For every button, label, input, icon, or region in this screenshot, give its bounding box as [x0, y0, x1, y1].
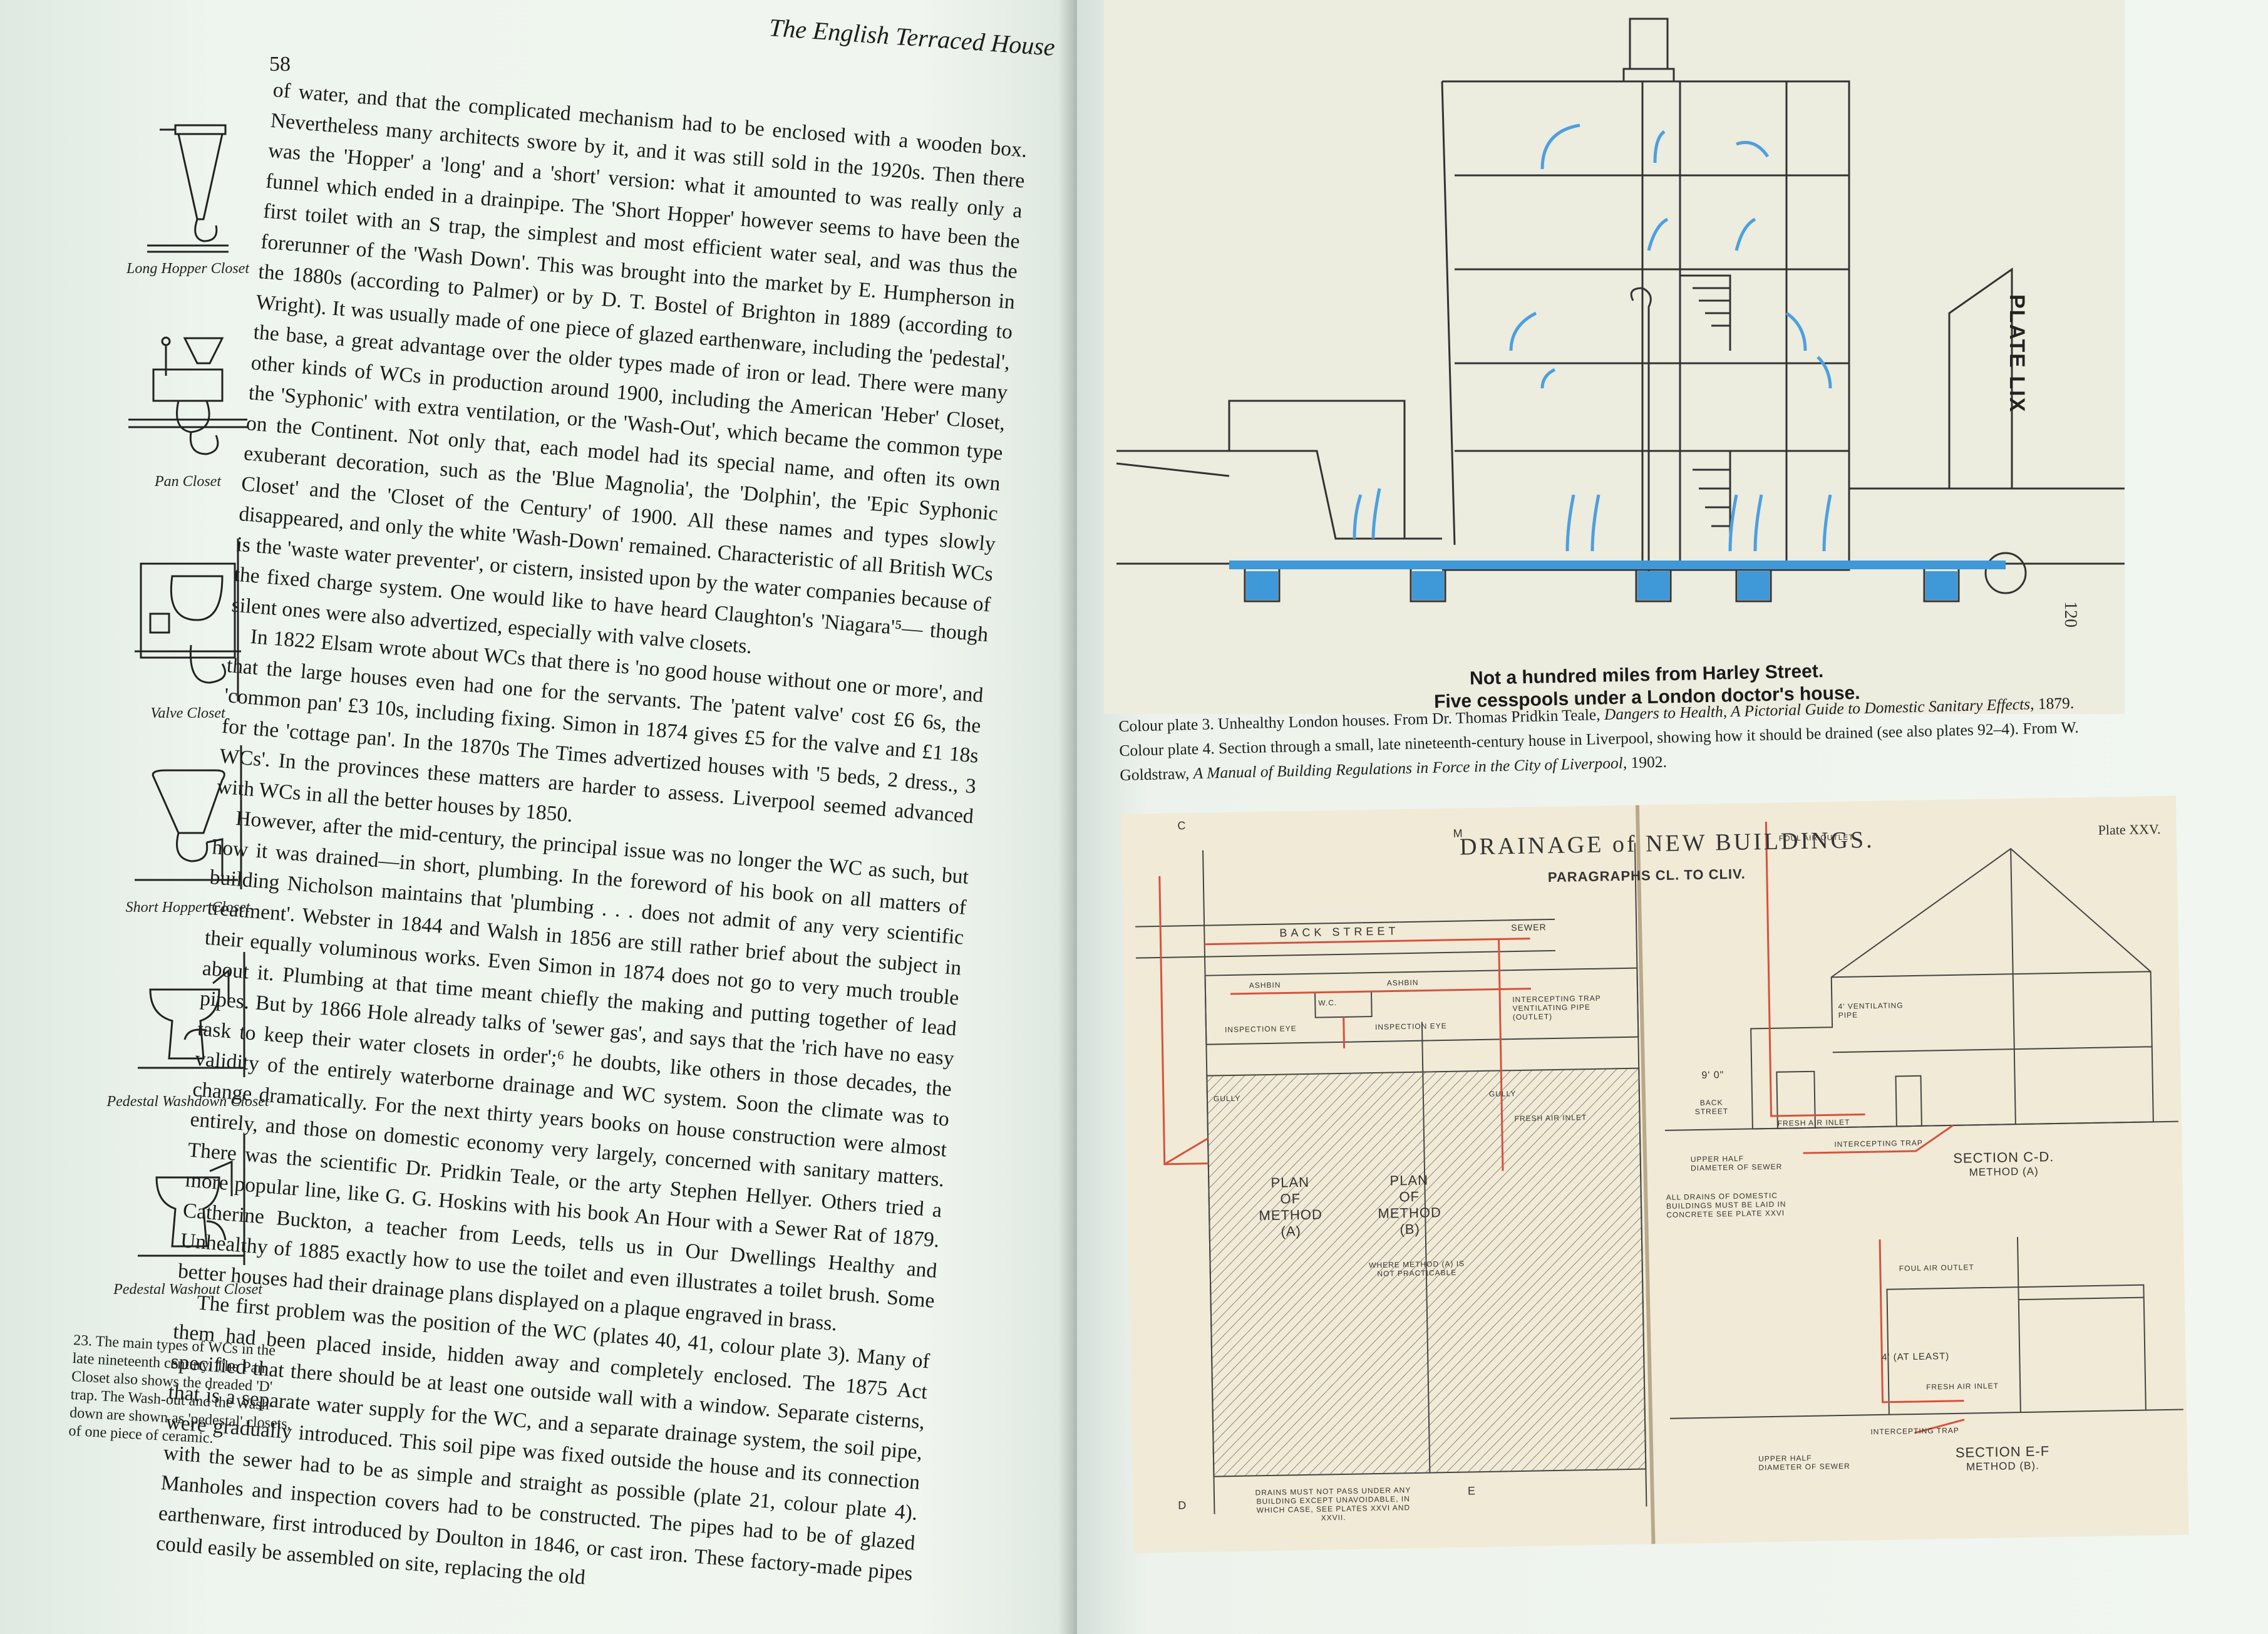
ashbin-label: ASHBIN: [1386, 978, 1419, 988]
wc-figure: Pan Closet: [88, 326, 288, 490]
plan-b-label: PLAN OF METHOD (B): [1378, 1172, 1442, 1238]
section-letter: D: [1178, 1499, 1187, 1512]
colour-plate-3: [1104, 0, 2125, 714]
pedestal-washdown-closet-icon: [138, 952, 245, 1077]
paragraph: However, after the mid-century, the prin…: [177, 806, 970, 1335]
intercepting-trap-label: INTERCEPTING TRAP: [1834, 1138, 1923, 1149]
inspection-eye-label: INSPECTION EYE: [1224, 1024, 1297, 1035]
pan-closet-icon: [128, 336, 247, 455]
short-hopper-closet-icon: [135, 745, 242, 889]
gully-label: GULLY: [1488, 1089, 1517, 1099]
upper-half-label: UPPER HALF DIAMETER OF SEWER: [1690, 1154, 1783, 1173]
drawing-subtitle: PARAGRAPHS CL. TO CLIV.: [1547, 866, 1746, 886]
colour-plate-4: DRAINAGE of NEW BUILDINGS. PARAGRAPHS CL…: [1121, 795, 2189, 1553]
ashbin-label: ASHBIN: [1249, 980, 1281, 990]
valve-closet-icon: [135, 539, 241, 701]
left-page: 58 The English Terraced House of water, …: [0, 0, 1077, 1634]
concrete-note: ALL DRAINS OF DOMESTIC BUILDINGS MUST BE…: [1666, 1191, 1786, 1219]
pedestal-washout-closet-icon: [138, 1134, 245, 1265]
wc-figure: Pedestal Washdown Closet: [88, 952, 288, 1110]
section-ef-label: SECTION E-F METHOD (b).: [1955, 1443, 2050, 1473]
wc-figure: Valve Closet: [88, 539, 288, 722]
drainage-drawing: [1135, 805, 2183, 1544]
fresh-air-inlet-label: FRESH AIR INLET: [1514, 1113, 1587, 1124]
ventilating-pipe-label: INTERCEPTING TRAP VENTILATING PIPE (OUTL…: [1512, 993, 1601, 1022]
figure-label: Long Hopper Closet: [126, 261, 249, 277]
fresh-air-inlet-label: FRESH AIR INLET: [1926, 1381, 1999, 1392]
dimension-label: 9' 0": [1701, 1070, 1724, 1081]
back-street-label: BACK STREET: [1279, 924, 1399, 939]
plan-b-note: WHERE METHOD (A) IS NOT PRACTICABLE: [1369, 1259, 1465, 1278]
inspection-eye-label: INSPECTION EYE: [1374, 1021, 1447, 1032]
intercepting-trap-label: INTERCEPTING TRAP: [1870, 1425, 1959, 1437]
foul-air-outlet-label: FOUL AIR OUTLET: [1778, 832, 1854, 843]
gully-label: GULLY: [1213, 1094, 1241, 1104]
wc-figure: Short Hopper Closet: [88, 745, 288, 916]
wc-label: W.C.: [1318, 998, 1338, 1008]
sewer-label: SEWER: [1511, 922, 1547, 933]
section-letter: E: [1467, 1484, 1477, 1497]
figure-label: Valve Closet: [150, 705, 225, 721]
figure-label: Short Hopper Closet: [125, 899, 250, 916]
unhealthy-house-illustration: [1116, 18, 2125, 602]
paragraph: of water, and that the complicated mecha…: [230, 78, 1028, 658]
ventilating-label: 4' VENTILATING PIPE: [1838, 1001, 1904, 1020]
wc-figure: Long Hopper Closet: [88, 113, 288, 277]
drain-lines: [1158, 821, 1965, 1434]
bottom-note: DRAINS MUST NOT PASS UNDER ANY BUILDING …: [1255, 1486, 1411, 1523]
foul-air-outlet-label: FOUL AIR OUTLET: [1899, 1263, 1974, 1273]
drawing-plate-label: Plate XXV.: [2098, 821, 2161, 838]
back-street-small-label: BACK STREET: [1694, 1098, 1729, 1117]
plate-side-label: PLATE LIX: [2005, 294, 2029, 413]
cesspool-water: [1229, 561, 2006, 600]
section-letter: C: [1177, 819, 1187, 832]
section-letter: m: [1453, 827, 1463, 840]
fresh-air-inlet-label: FRESH AIR INLET: [1777, 1117, 1850, 1128]
plate-side-number: 120: [2061, 601, 2080, 628]
sewer-gas-arrows: [1353, 123, 1832, 552]
wc-figure: Pedestal Washout Closet: [88, 1134, 288, 1298]
figure-label: Pan Closet: [155, 473, 221, 490]
running-head: The English Terraced House: [768, 13, 1056, 61]
section-cd-label: SECTION C-D. METHOD (a): [1953, 1149, 2054, 1179]
figure-label: Pedestal Washout Closet: [113, 1281, 262, 1298]
long-hopper-closet-icon: [147, 124, 229, 253]
upper-half-label: UPPER HALF DIAMETER OF SEWER: [1758, 1453, 1850, 1472]
dimension-label: 4' (AT LEAST): [1882, 1351, 1950, 1363]
figure-label: Pedestal Washdown Closet: [106, 1094, 269, 1110]
plan-a-label: PLAN OF METHOD (A): [1259, 1174, 1323, 1239]
figure-caption: 23. The main types of WCs in the late ni…: [68, 1332, 292, 1447]
page-number: 58: [269, 53, 291, 76]
